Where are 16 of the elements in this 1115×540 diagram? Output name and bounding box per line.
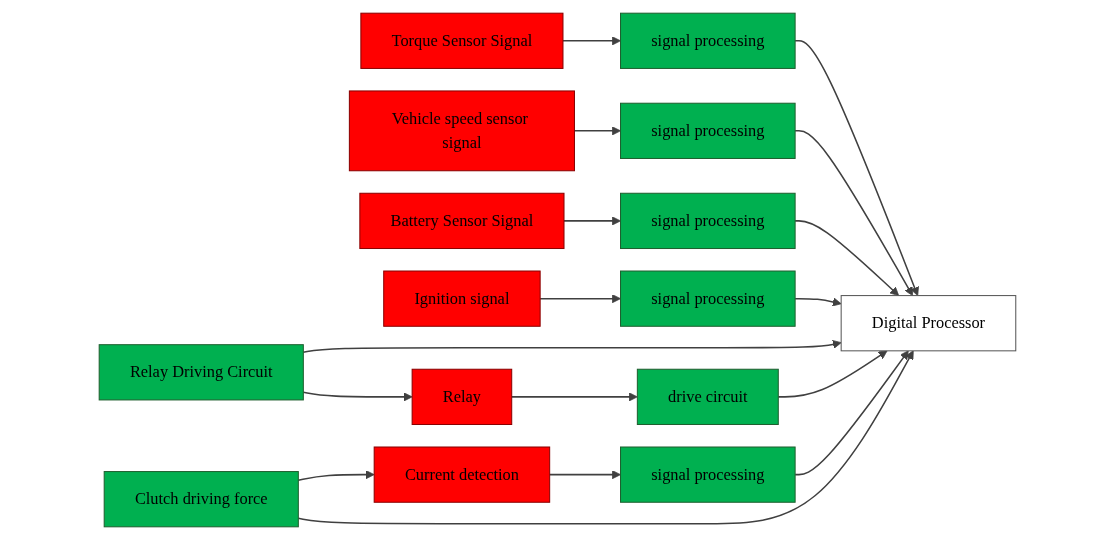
- node-box: Vehicle speed sensor signal: [348, 90, 575, 172]
- node-box: signal processing: [620, 270, 796, 327]
- node-box: Digital Processor: [840, 295, 1017, 352]
- node-box: Relay: [411, 368, 513, 425]
- node-box: signal processing: [620, 102, 796, 159]
- node-box: Battery Sensor Signal: [359, 192, 565, 249]
- node-box: drive circuit: [636, 368, 779, 425]
- node-box: Current detection: [373, 446, 551, 503]
- node-box: Torque Sensor Signal: [360, 12, 564, 69]
- node-box: signal processing: [620, 192, 796, 249]
- node-box: signal processing: [620, 12, 796, 69]
- node-box: signal processing: [620, 446, 796, 503]
- arrow: [562, 36, 621, 46]
- node-box: Clutch driving force: [103, 471, 299, 528]
- node-box: Relay Driving Circuit: [98, 344, 304, 401]
- node-box: Ignition signal: [383, 270, 541, 327]
